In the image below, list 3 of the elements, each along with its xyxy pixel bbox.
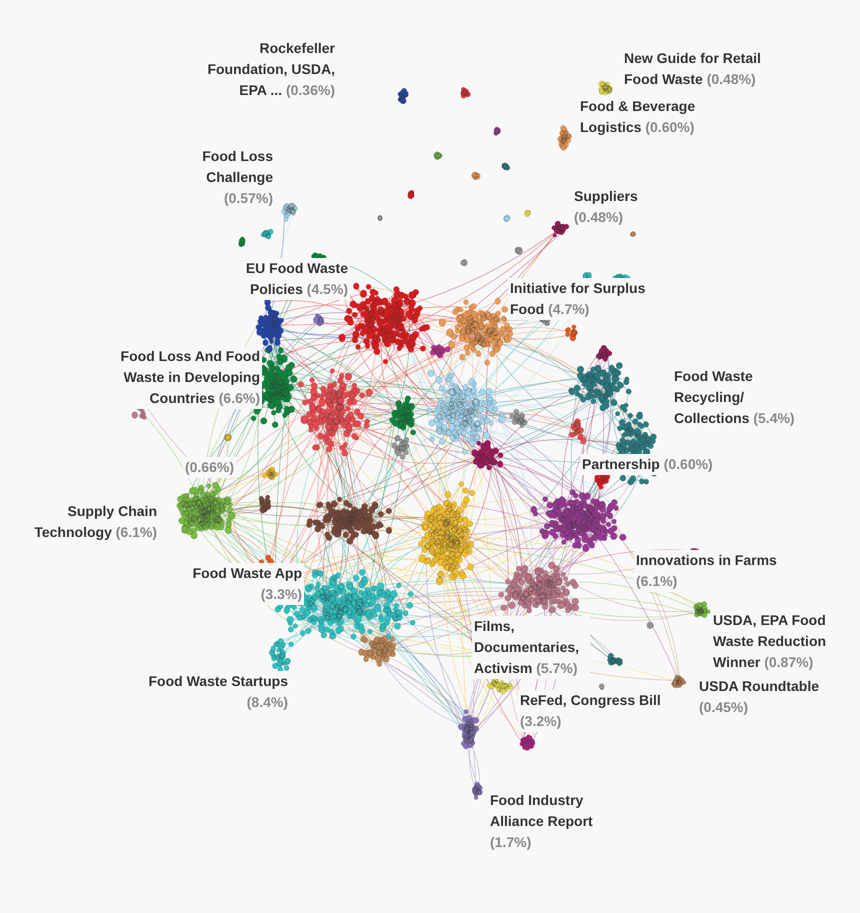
- cluster-label: (0.66%): [182, 457, 236, 478]
- cluster-label: Films, Documentaries, Activism (5.7%): [472, 616, 590, 679]
- cluster-label: Partnership (0.60%): [580, 454, 715, 475]
